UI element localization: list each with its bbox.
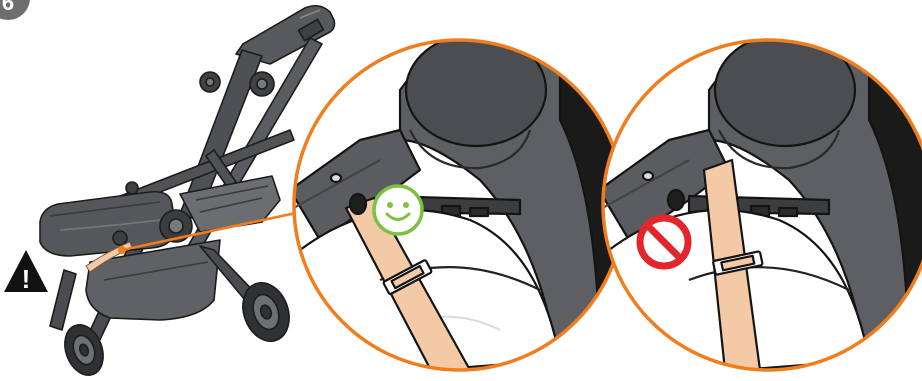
stroller-illustration [40,6,335,381]
smiley-face-icon [374,186,422,234]
stroller-seat [40,192,176,256]
detail-incorrect [599,29,922,380]
prohibited-icon [640,218,688,266]
detail-correct [290,29,650,380]
warning-triangle-icon: ! [4,250,48,294]
svg-text:!: ! [22,264,31,294]
